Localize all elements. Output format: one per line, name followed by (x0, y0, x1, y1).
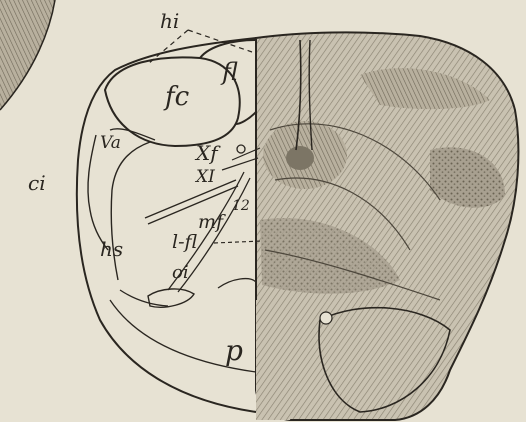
label-hi: hi (160, 9, 179, 33)
label-p: p (225, 334, 243, 367)
label-mf: mf (198, 211, 226, 233)
label-oi: oi (172, 262, 189, 283)
label-xf: Xf (194, 141, 221, 165)
label-fc: fc (163, 82, 190, 112)
label-12: 12 (232, 198, 250, 214)
label-va: Va (100, 133, 121, 153)
label-ci: ci (28, 171, 46, 195)
label-lfl: l-fl (172, 231, 197, 253)
label-xi: XI (194, 167, 215, 187)
label-hs: hs (100, 237, 123, 261)
label-fl: fl (220, 58, 238, 86)
